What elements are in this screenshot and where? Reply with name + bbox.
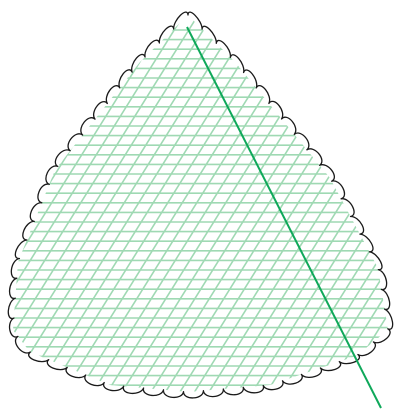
hatch-line-diagonal (277, 0, 395, 400)
scalloped-outline (8, 12, 392, 398)
hatch-line-diagonal (190, 0, 395, 400)
hatch-line-diagonal (161, 0, 395, 400)
hatch-line-diagonal (0, 0, 121, 400)
hatch-line-diagonal (0, 0, 34, 400)
hatch-line-diagonal (0, 0, 179, 400)
hatch-line-diagonal (0, 0, 237, 400)
hatch-line-diagonal (378, 0, 395, 400)
hatch-line-diagonal (0, 0, 208, 400)
hatch-line-diagonal (306, 0, 395, 400)
hatch-line-diagonal (219, 0, 395, 400)
hatch-line-diagonal (0, 0, 92, 400)
hatch-fill (0, 0, 395, 400)
hatch-line-diagonal (364, 0, 395, 400)
hatch-line-diagonal (0, 0, 5, 400)
hatch-line-diagonal (0, 0, 150, 400)
